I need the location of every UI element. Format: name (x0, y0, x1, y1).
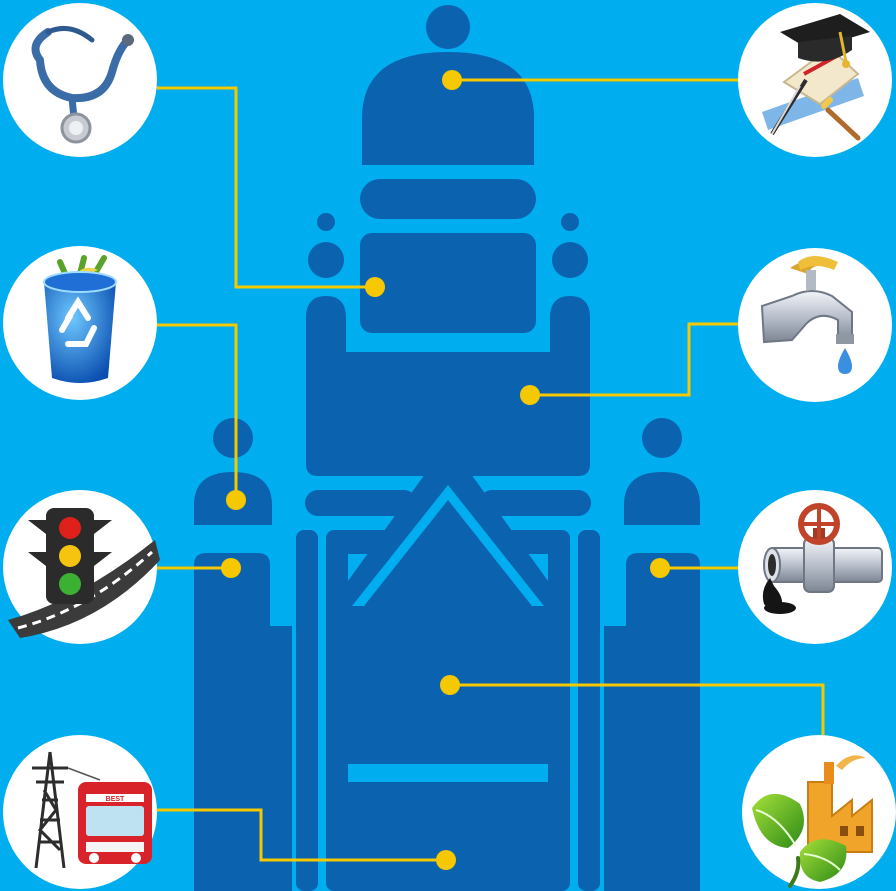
service-health (3, 3, 157, 157)
tower-ornament-left (308, 242, 344, 278)
service-sewerage (738, 490, 892, 644)
service-waste (3, 246, 157, 400)
dot-traffic (221, 558, 241, 578)
right-wing-knob (642, 418, 682, 458)
dome-drum (360, 179, 536, 219)
central-tower (360, 233, 536, 333)
tower-ornament-right-small (561, 213, 579, 231)
service-power-transport: BEST (3, 735, 157, 889)
dome-finial (426, 5, 470, 49)
pillar-left-outer (296, 530, 318, 891)
service-water (738, 248, 892, 402)
dot-water (520, 385, 540, 405)
dot-waste (226, 490, 246, 510)
right-wing-cap (624, 472, 700, 525)
dot-environment (440, 675, 460, 695)
service-education (738, 3, 892, 157)
tower-ornament-left-small (317, 213, 335, 231)
recycle-bin-icon (44, 258, 116, 383)
tower-ornament-right (552, 242, 588, 278)
dot-sewerage (650, 558, 670, 578)
pillar-right-outer (578, 530, 600, 891)
service-environment (742, 735, 896, 889)
bus-route-badge: BEST (106, 796, 125, 803)
base-block (330, 782, 566, 891)
left-wing-knob (213, 418, 253, 458)
dot-education (442, 70, 462, 90)
dot-health (365, 277, 385, 297)
dome (362, 52, 534, 165)
dot-power-transport (436, 850, 456, 870)
